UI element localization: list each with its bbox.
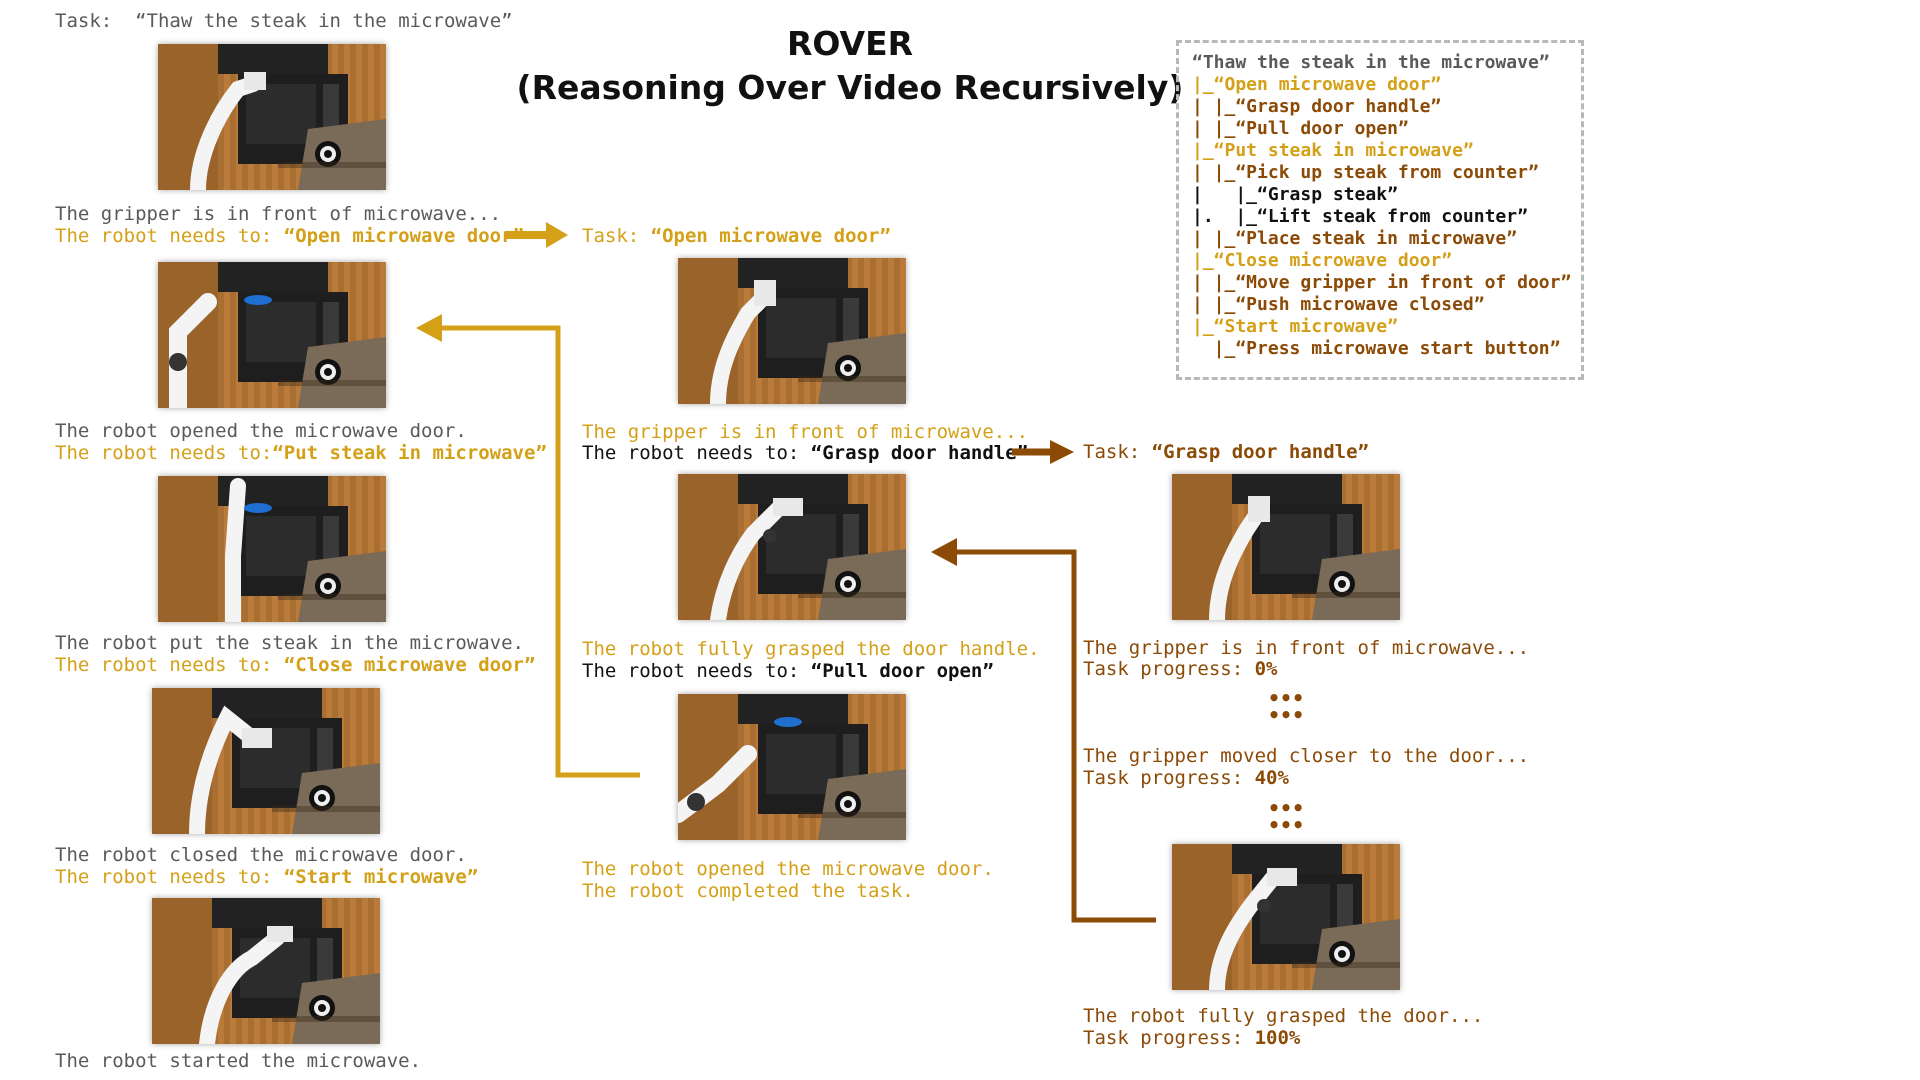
col1-step2-observation: The robot opened the microwave door. xyxy=(55,420,467,442)
tree-node: |_“Put steak in microwave” xyxy=(1192,140,1474,161)
col3-frame-1 xyxy=(1172,474,1400,620)
col1-step4-observation: The robot closed the microwave door. xyxy=(55,844,467,866)
arrow-open-door-head xyxy=(546,222,568,248)
col3-entry2-progress-label: Task progress: xyxy=(1083,767,1255,789)
diagram-subtitle: (Reasoning Over Video Recursively) xyxy=(516,68,1184,107)
col2-task-value: “Open microwave door” xyxy=(650,225,891,247)
task-tree-box xyxy=(1176,40,1584,380)
tree-node: | |_“Push microwave closed” xyxy=(1192,294,1485,315)
col2-task: Task: “Open microwave door” xyxy=(582,225,891,247)
col1-task-value: “Thaw the steak in the microwave” xyxy=(135,10,513,32)
tree-node: |_“Open microwave door” xyxy=(1192,74,1442,95)
col1-step2-need: The robot needs to:“Put steak in microwa… xyxy=(55,442,547,464)
col1-step3-need-value: “Close microwave door” xyxy=(283,654,536,676)
col2-frame-1 xyxy=(678,258,906,404)
arrow-grasp-handle-head xyxy=(1050,440,1074,464)
col3-entry1-progress-value: 0% xyxy=(1254,658,1278,680)
col1-step1-need-label: The robot needs to: xyxy=(55,225,284,247)
col3-entry3-observation: The robot fully grasped the door... xyxy=(1083,1005,1484,1027)
ellipsis-2b: ••• xyxy=(1268,813,1305,837)
col2-step2-need-label: The robot needs to: xyxy=(582,660,811,682)
col1-frame-5 xyxy=(152,898,380,1044)
col1-step4-need-label: The robot needs to: xyxy=(55,866,284,888)
col3-entry3-progress: Task progress: 100% xyxy=(1083,1027,1300,1049)
col3-entry1-progress: Task progress: 0% xyxy=(1083,658,1277,680)
col3-task-value: “Grasp door handle” xyxy=(1151,441,1369,463)
col1-step3-need: The robot needs to: “Close microwave doo… xyxy=(55,654,535,676)
col1-frame-4 xyxy=(152,688,380,834)
col1-step3-observation: The robot put the steak in the microwave… xyxy=(55,632,524,654)
tree-node: | |_“Pick up steak from counter” xyxy=(1192,162,1539,183)
col2-final-1: The robot opened the microwave door. xyxy=(582,858,994,880)
col3-task-label: Task: xyxy=(1083,441,1152,463)
col1-frame-1 xyxy=(158,44,386,190)
col3-task: Task: “Grasp door handle” xyxy=(1083,441,1369,463)
col1-task: Task: “Thaw the steak in the microwave” xyxy=(55,10,513,32)
col1-final: The robot started the microwave. xyxy=(55,1050,422,1072)
col2-frame-2 xyxy=(678,474,906,620)
col2-step2-need: The robot needs to: “Pull door open” xyxy=(582,660,994,682)
col2-step1-need: The robot needs to: “Grasp door handle” xyxy=(582,442,1028,464)
col3-entry1-observation: The gripper is in front of microwave... xyxy=(1083,637,1530,659)
ellipsis-1a: ••• xyxy=(1268,686,1305,710)
col3-entry2-progress: Task progress: 40% xyxy=(1083,767,1289,789)
ellipsis-2a: ••• xyxy=(1268,796,1305,820)
arrow-return-col2 xyxy=(955,549,1156,923)
tree-node: |_“Start microwave” xyxy=(1192,316,1398,337)
col1-step3-need-label: The robot needs to: xyxy=(55,654,284,676)
col2-task-label: Task: xyxy=(582,225,651,247)
col1-frame-2 xyxy=(158,262,386,408)
col2-step1-need-value: “Grasp door handle” xyxy=(810,442,1029,464)
col3-frame-2 xyxy=(1172,844,1400,990)
col2-frame-3 xyxy=(678,694,906,840)
col3-entry2-observation: The gripper moved closer to the door... xyxy=(1083,745,1530,767)
tree-node: | |_“Grasp door handle” xyxy=(1192,96,1442,117)
tree-node: | |_“Place steak in microwave” xyxy=(1192,228,1518,249)
tree-node: | |_“Pull door open” xyxy=(1192,118,1409,139)
ellipsis-1b: ••• xyxy=(1268,703,1305,727)
col1-step2-need-value: “Put steak in microwave” xyxy=(272,442,547,464)
diagram-title: ROVER xyxy=(786,24,914,63)
col2-step2-observation: The robot fully grasped the door handle. xyxy=(582,638,1040,660)
col1-step1-need: The robot needs to: “Open microwave door… xyxy=(55,225,524,247)
tree-node: |_“Close microwave door” xyxy=(1192,250,1453,271)
col2-step2-need-value: “Pull door open” xyxy=(810,660,994,682)
col2-step1-need-label: The robot needs to: xyxy=(582,442,811,464)
col1-step1-observation: The gripper is in front of microwave... xyxy=(55,203,502,225)
tree-node: |. |_“Lift steak from counter” xyxy=(1192,206,1528,227)
col3-entry2-progress-value: 40% xyxy=(1254,767,1289,789)
col2-step1-observation: The gripper is in front of microwave... xyxy=(582,421,1029,443)
tree-node: |_“Press microwave start button” xyxy=(1192,338,1561,359)
col3-entry3-progress-value: 100% xyxy=(1254,1027,1301,1049)
tree-node: “Thaw the steak in the microwave” xyxy=(1192,52,1550,73)
col1-step4-need: The robot needs to: “Start microwave” xyxy=(55,866,478,888)
col1-frame-3 xyxy=(158,476,386,622)
tree-node: | |_“Grasp steak” xyxy=(1192,184,1398,205)
col1-step4-need-value: “Start microwave” xyxy=(283,866,479,888)
col1-task-label: Task: xyxy=(55,10,113,32)
col3-entry1-progress-label: Task progress: xyxy=(1083,658,1255,680)
tree-node: | |_“Move gripper in front of door” xyxy=(1192,272,1572,293)
col1-step2-need-label: The robot needs to: xyxy=(55,442,273,464)
col3-entry3-progress-label: Task progress: xyxy=(1083,1027,1255,1049)
arrow-return-col1-head xyxy=(416,314,442,342)
col1-step1-need-value: “Open microwave door” xyxy=(283,225,524,247)
arrow-return-col1 xyxy=(440,325,640,778)
arrow-return-col2-head xyxy=(931,538,957,566)
col2-final-2: The robot completed the task. xyxy=(582,880,914,902)
